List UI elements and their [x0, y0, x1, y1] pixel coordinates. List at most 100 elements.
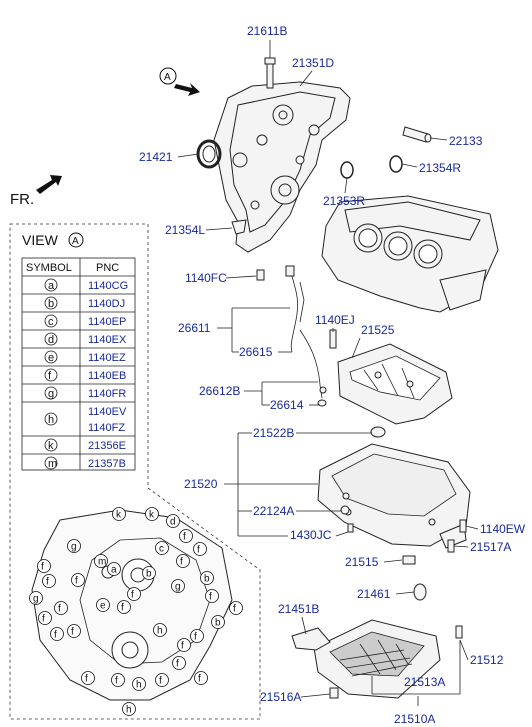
view-symbol-marker: f	[172, 656, 186, 670]
callout-21421[interactable]: 21421	[139, 150, 173, 164]
symbol-circle	[44, 386, 58, 400]
pnc-code[interactable]: 1140EX	[88, 334, 127, 346]
callout-26614[interactable]: 26614	[270, 398, 304, 412]
view-symbol-marker: f	[54, 601, 68, 615]
pnc-code[interactable]: 21357B	[88, 458, 126, 470]
pnc-code[interactable]: 1140EB	[88, 370, 126, 382]
view-symbol-marker: a	[107, 562, 121, 576]
callout-1140EW[interactable]: 1140EW	[480, 522, 526, 536]
fasteners-drawing	[340, 505, 467, 601]
view-symbol-letter: g	[33, 594, 39, 605]
symbol-circle	[44, 412, 58, 426]
pnc-code[interactable]: 1140DJ	[88, 298, 125, 310]
view-symbol-marker: f	[177, 638, 191, 652]
view-symbol-marker: e	[96, 598, 110, 612]
symbol-letter: f	[48, 370, 52, 382]
callout-21513A[interactable]: 21513A	[404, 675, 445, 689]
callout-26612B[interactable]: 26612B	[199, 384, 240, 398]
callout-22133[interactable]: 22133	[449, 134, 483, 148]
view-symbol-letter: g	[71, 542, 77, 553]
pnc-code[interactable]: 1140EV	[88, 406, 127, 418]
table-row: b 1140DJ	[22, 296, 135, 313]
callout-21354R[interactable]: 21354R	[419, 161, 461, 175]
view-symbol-letter: f	[194, 632, 197, 643]
view-symbol-letter: f	[176, 659, 179, 670]
table-row: k 21356E	[22, 438, 135, 455]
view-symbol-marker: g	[67, 539, 81, 553]
view-symbol-letter: d	[170, 517, 176, 528]
callout-21512[interactable]: 21512	[470, 653, 504, 667]
callout-1430JC[interactable]: 1430JC	[290, 528, 332, 542]
table-header-symbol: SYMBOL	[26, 262, 72, 274]
symbol-letter: h	[48, 414, 54, 426]
callout-21461[interactable]: 21461	[357, 587, 391, 601]
callout-21520[interactable]: 21520	[184, 477, 218, 491]
view-symbol-marker: f	[71, 573, 85, 587]
view-symbol-marker: h	[122, 702, 136, 716]
view-symbol-marker: b	[200, 571, 214, 585]
callout-21353R[interactable]: 21353R	[323, 194, 365, 208]
gasket-drawing	[231, 219, 247, 235]
symbol-letter: a	[48, 280, 55, 292]
pnc-code[interactable]: 1140FR	[88, 388, 126, 400]
callout-26611[interactable]: 26611	[178, 321, 211, 335]
symbol-circle	[44, 278, 58, 292]
callout-21525[interactable]: 21525	[361, 323, 395, 337]
view-symbol-letter: a	[111, 565, 117, 576]
front-direction-label: FR.	[10, 191, 34, 208]
callout-21515[interactable]: 21515	[345, 555, 379, 569]
view-symbol-letter: f	[46, 577, 49, 588]
callout-21354L[interactable]: 21354L	[165, 223, 205, 237]
symbol-circle	[44, 332, 58, 346]
timing-cover-drawing	[213, 81, 351, 253]
view-symbol-letter: f	[41, 562, 44, 573]
pnc-code[interactable]: 1140CG	[88, 280, 128, 292]
view-symbol-marker: h	[153, 623, 167, 637]
view-symbol-marker: f	[111, 673, 125, 687]
view-symbol-marker: k	[145, 507, 159, 521]
dipstick-drawing	[285, 265, 305, 353]
table-row: e 1140EZ	[22, 350, 135, 367]
view-symbol-marker: g	[171, 579, 185, 593]
pnc-code[interactable]: 1140FZ	[88, 422, 125, 434]
table-row: a 1140CG	[22, 278, 135, 295]
view-symbol-marker: c	[155, 541, 169, 555]
view-symbol-letter: e	[100, 601, 106, 612]
symbol-circle	[44, 314, 58, 328]
symbol-letter: b	[48, 298, 54, 310]
view-symbol-letter: c	[159, 544, 164, 555]
symbol-circle	[44, 296, 58, 310]
callout-21351D[interactable]: 21351D	[292, 56, 334, 70]
callout-1140EJ[interactable]: 1140EJ	[315, 313, 355, 327]
callout-21510A[interactable]: 21510A	[394, 712, 435, 726]
view-marker-letter: A	[164, 72, 171, 83]
view-symbol-letter: k	[116, 510, 122, 521]
view-symbol-letter: f	[181, 641, 184, 652]
view-symbol-marker: f	[205, 589, 219, 603]
view-symbol-marker: m	[94, 554, 108, 568]
pnc-code[interactable]: 1140EZ	[88, 352, 126, 364]
symbol-letter: e	[48, 352, 54, 364]
callout-21517A[interactable]: 21517A	[470, 540, 511, 554]
view-symbol-marker: f	[155, 673, 169, 687]
callout-1140FC[interactable]: 1140FC	[185, 271, 227, 285]
view-symbol-letter: f	[197, 545, 200, 556]
callout-21451B[interactable]: 21451B	[278, 602, 319, 616]
callout-21522B[interactable]: 21522B	[253, 426, 294, 440]
view-symbol-marker: k	[112, 507, 126, 521]
view-symbol-marker: f	[42, 574, 56, 588]
symbol-letter: k	[48, 440, 54, 452]
callout-21611B[interactable]: 21611B	[247, 24, 287, 38]
view-symbol-letter: f	[131, 590, 134, 601]
callout-22124A[interactable]: 22124A	[253, 504, 294, 518]
pnc-code[interactable]: 1140EP	[88, 316, 126, 328]
dipstick-tube-drawing	[299, 329, 327, 407]
view-symbol-letter: f	[42, 614, 45, 625]
callout-26615[interactable]: 26615	[239, 345, 273, 359]
callout-21516A[interactable]: 21516A	[260, 690, 301, 704]
pnc-code[interactable]: 21356E	[88, 440, 126, 452]
